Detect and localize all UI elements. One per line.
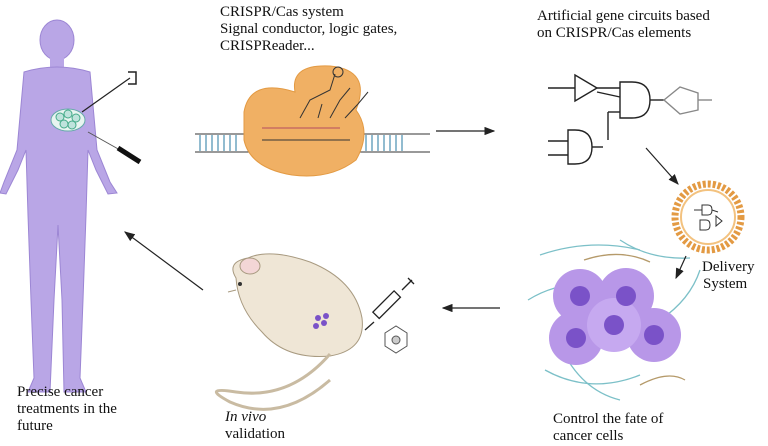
delivery-label-line1: Delivery xyxy=(702,259,755,275)
tumor-cluster-icon xyxy=(50,108,86,132)
arrow-mouse-to-human xyxy=(124,231,204,291)
invivo-label-italic: In vivo xyxy=(225,409,267,425)
circuits-label-line2: on CRISPR/Cas elements xyxy=(537,25,692,41)
invivo-label: In vivo validation xyxy=(225,409,285,443)
crispr-cas-complex-icon xyxy=(195,65,430,177)
arrow-delivery-to-cells xyxy=(675,255,687,280)
precise-label: Precise cancer treatments in the future xyxy=(17,384,117,435)
probe-icon xyxy=(87,131,142,165)
circuits-label-line1: Artificial gene circuits based xyxy=(537,8,710,24)
mouse-icon xyxy=(215,253,363,411)
arrow-circuit-to-delivery xyxy=(645,147,679,185)
crispr-label-line1: CRISPR/Cas system xyxy=(220,4,344,20)
precise-label-line2: treatments in the xyxy=(17,401,117,417)
circuits-label: Artificial gene circuits based on CRISPR… xyxy=(537,8,710,42)
precise-label-line3: future xyxy=(17,418,53,434)
delivery-label: Delivery System xyxy=(702,259,754,293)
fate-label-line2: cancer cells xyxy=(553,428,624,444)
cancer-cells-icon xyxy=(527,239,701,401)
fate-label-line1: Control the fate of xyxy=(553,411,664,427)
human-body-icon xyxy=(0,19,142,393)
gene-circuit-icon xyxy=(548,73,712,165)
delivery-vesicle-icon xyxy=(671,180,745,254)
precise-label-line1: Precise cancer xyxy=(17,384,104,400)
small-vesicle-icon xyxy=(384,325,408,354)
syringe-icon xyxy=(364,277,415,331)
crispr-label-line3: CRISPReader... xyxy=(220,38,315,54)
crispr-label: CRISPR/Cas system Signal conductor, logi… xyxy=(220,4,397,55)
crispr-label-line2: Signal conductor, logic gates, xyxy=(220,21,398,37)
invivo-label-line2: validation xyxy=(225,426,285,442)
fate-label: Control the fate of cancer cells xyxy=(553,411,663,445)
delivery-label-line2: System xyxy=(703,276,748,292)
